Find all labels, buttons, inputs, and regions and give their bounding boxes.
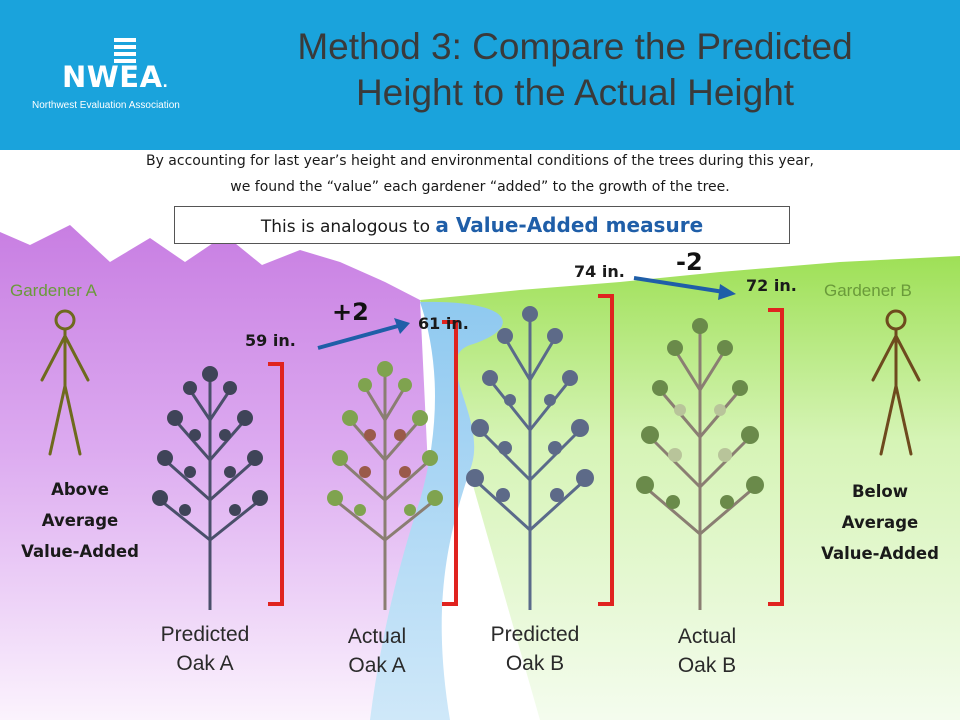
arrow-oak-b-icon (633, 276, 736, 300)
bracket-predicted-oak-a (268, 362, 284, 606)
nwea-logo-icon (114, 38, 136, 63)
river (370, 301, 503, 720)
predicted-height-b: 74 in. (574, 262, 625, 281)
delta-a: +2 (332, 298, 369, 326)
logo-subtext: Northwest Evaluation Association (32, 100, 180, 111)
bracket-actual-oak-b (768, 308, 784, 606)
actual-height-a: 61 in. (418, 314, 469, 333)
gardener-b-verdict: Below Average Value-Added (821, 482, 939, 563)
actual-height-b: 72 in. (746, 276, 797, 295)
arrow-oak-a-icon (317, 318, 410, 350)
gardener-b-label: Gardener B (824, 281, 912, 300)
subtitle: By accounting for last year’s height and… (145, 153, 815, 195)
mountains (0, 225, 440, 720)
gardener-a-label: Gardener A (10, 281, 97, 300)
gardener-b-figure-icon (871, 309, 921, 456)
analogy-box: This is analogous to a Value-Added measu… (174, 206, 790, 244)
bracket-actual-oak-a (442, 320, 458, 606)
delta-b: -2 (676, 248, 703, 276)
predicted-oak-b-tree-icon (466, 306, 594, 610)
predicted-oak-a-tree-icon (152, 366, 268, 610)
gardener-a-figure-icon (40, 309, 90, 456)
bracket-predicted-oak-b (598, 294, 614, 606)
page-title: Method 3: Compare the Predicted Height t… (297, 26, 853, 113)
green-hills (420, 256, 960, 720)
gardener-a-verdict: Above Average Value-Added (21, 480, 139, 561)
header-banner (0, 0, 960, 150)
actual-oak-b-tree-icon (636, 318, 764, 610)
logo-wordmark: NWEA. (62, 60, 169, 94)
actual-oak-a-tree-icon (327, 361, 443, 610)
predicted-height-a: 59 in. (245, 331, 296, 350)
